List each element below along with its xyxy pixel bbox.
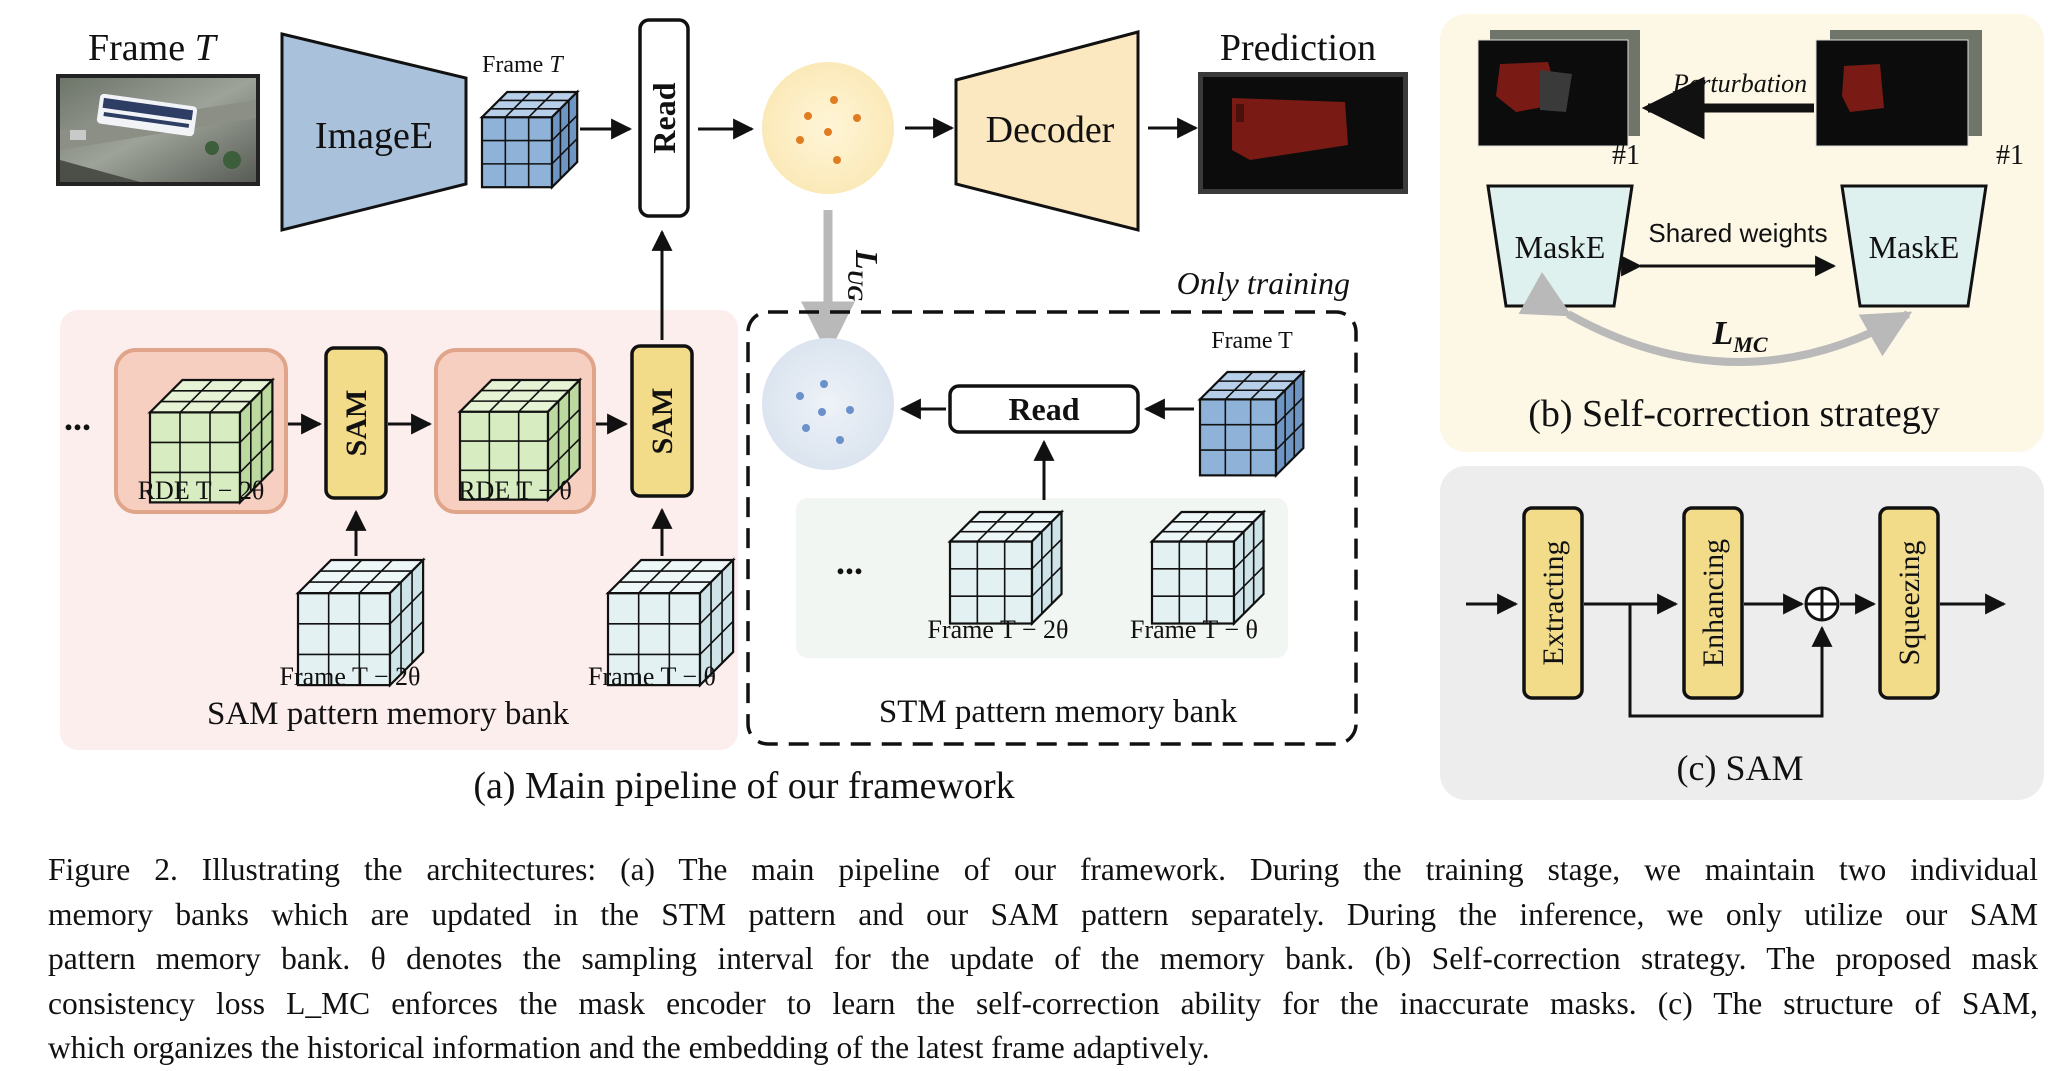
- figure-caption: Figure 2. Illustrating the architectures…: [48, 848, 2038, 1071]
- frame-2theta-label: Frame T − 2θ: [280, 662, 421, 691]
- sam-bank-ellipsis: ...: [64, 398, 91, 438]
- caption-line: consistency loss L_MC enforces the mask …: [48, 985, 2038, 1021]
- svg-text:SAM: SAM: [340, 390, 373, 457]
- read-box: Read: [638, 18, 690, 218]
- panel-a: Frame T ImageE Frame T: [56, 18, 1408, 807]
- input-frame-image: [56, 74, 260, 186]
- index-right: #1: [1996, 140, 2024, 171]
- stm-readout-feature: [762, 338, 894, 470]
- svg-text:SAM: SAM: [646, 388, 679, 455]
- panel-b: #1 #1 Perturbation MaskE MaskE Shared we…: [1440, 14, 2044, 452]
- sam-block-1: SAM: [324, 346, 388, 500]
- rde-2theta-label: RDE T − 2θ: [138, 476, 265, 505]
- panel-b-title: (b) Self-correction strategy: [1528, 393, 1940, 435]
- frame-t-label: Frame T: [88, 27, 219, 69]
- index-left: #1: [1612, 140, 1640, 171]
- image-encoder: ImageE: [280, 32, 468, 232]
- svg-text:MaskE: MaskE: [1515, 229, 1606, 265]
- shared-weights-label: Shared weights: [1648, 218, 1827, 248]
- prediction-label: Prediction: [1220, 27, 1376, 69]
- decoder: Decoder: [954, 30, 1140, 232]
- mask-encoder-right: MaskE: [1840, 184, 1988, 308]
- original-mask-image: [1815, 30, 1982, 147]
- loss-ug-label: LUG: [843, 249, 885, 301]
- stm-read-box: Read: [948, 384, 1140, 434]
- svg-text:Squeezing: Squeezing: [1893, 541, 1926, 666]
- frame-2theta-cube: [295, 557, 426, 688]
- squeezing-block: Squeezing: [1878, 506, 1940, 700]
- caption-line: pattern memory bank. θ denotes the sampl…: [48, 941, 2038, 976]
- svg-text:ImageE: ImageE: [315, 115, 433, 157]
- perturbed-mask-image: [1477, 30, 1640, 147]
- stm-bank-label: STM pattern memory bank: [879, 694, 1238, 730]
- stm-frame-t-cube: [1197, 369, 1307, 479]
- loss-mc-label: LMC: [1711, 315, 1767, 357]
- panel-a-title: (a) Main pipeline of our framework: [473, 765, 1014, 807]
- feature-frame-t-label: Frame T: [482, 52, 564, 78]
- frame-theta-label: Frame T − θ: [588, 662, 716, 691]
- extracting-block: Extracting: [1522, 506, 1584, 700]
- readout-feature: [762, 62, 894, 194]
- caption-line: which organizes the historical informati…: [48, 1030, 1210, 1065]
- caption-line: memory banks which are updated in the ST…: [48, 896, 2038, 932]
- add-operator-icon: [1804, 586, 1840, 622]
- stm-frame-theta-label: Frame T − θ: [1130, 615, 1258, 644]
- only-training-box: [746, 310, 1358, 746]
- sam-block-2: SAM: [630, 344, 694, 498]
- only-training-label: Only training: [1177, 265, 1350, 301]
- sam-bank-label: SAM pattern memory bank: [207, 696, 570, 732]
- svg-text:MaskE: MaskE: [1869, 229, 1960, 265]
- svg-text:Read: Read: [646, 82, 682, 153]
- frame-t-feature-cube: [479, 89, 580, 190]
- svg-text:Extracting: Extracting: [1537, 541, 1570, 666]
- stm-bank-ellipsis: ...: [836, 542, 863, 582]
- skip-connection: [1628, 604, 1833, 718]
- stm-frame-2theta-cube: [947, 509, 1065, 627]
- stm-frame-theta-cube: [1149, 509, 1267, 627]
- svg-text:Enhancing: Enhancing: [1697, 539, 1730, 667]
- stm-frame-2theta-label: Frame T − 2θ: [928, 615, 1069, 644]
- prediction-mask-image: [1198, 72, 1408, 194]
- loss-mc-arrow: [1518, 271, 1913, 366]
- panel-c-title: (c) SAM: [1677, 748, 1804, 788]
- panel-c: Extracting Enhancing Squeezing (c) SAM: [1440, 466, 2044, 800]
- stm-frame-t-label: Frame T: [1211, 328, 1293, 354]
- perturbation-label: Perturbation: [1672, 69, 1807, 98]
- enhancing-block: Enhancing: [1682, 506, 1744, 700]
- caption-line: Figure 2. Illustrating the architectures…: [48, 852, 2038, 887]
- frame-theta-cube: [605, 557, 736, 688]
- rde-theta-cube: [457, 377, 583, 503]
- rde-2theta-cube: [147, 377, 276, 506]
- svg-text:Read: Read: [1008, 391, 1079, 427]
- svg-text:Decoder: Decoder: [986, 109, 1115, 151]
- mask-encoder-left: MaskE: [1486, 184, 1634, 308]
- rde-theta-label: RDE T − θ: [458, 476, 572, 505]
- architecture-figure: Frame T ImageE Frame T: [56, 14, 2044, 807]
